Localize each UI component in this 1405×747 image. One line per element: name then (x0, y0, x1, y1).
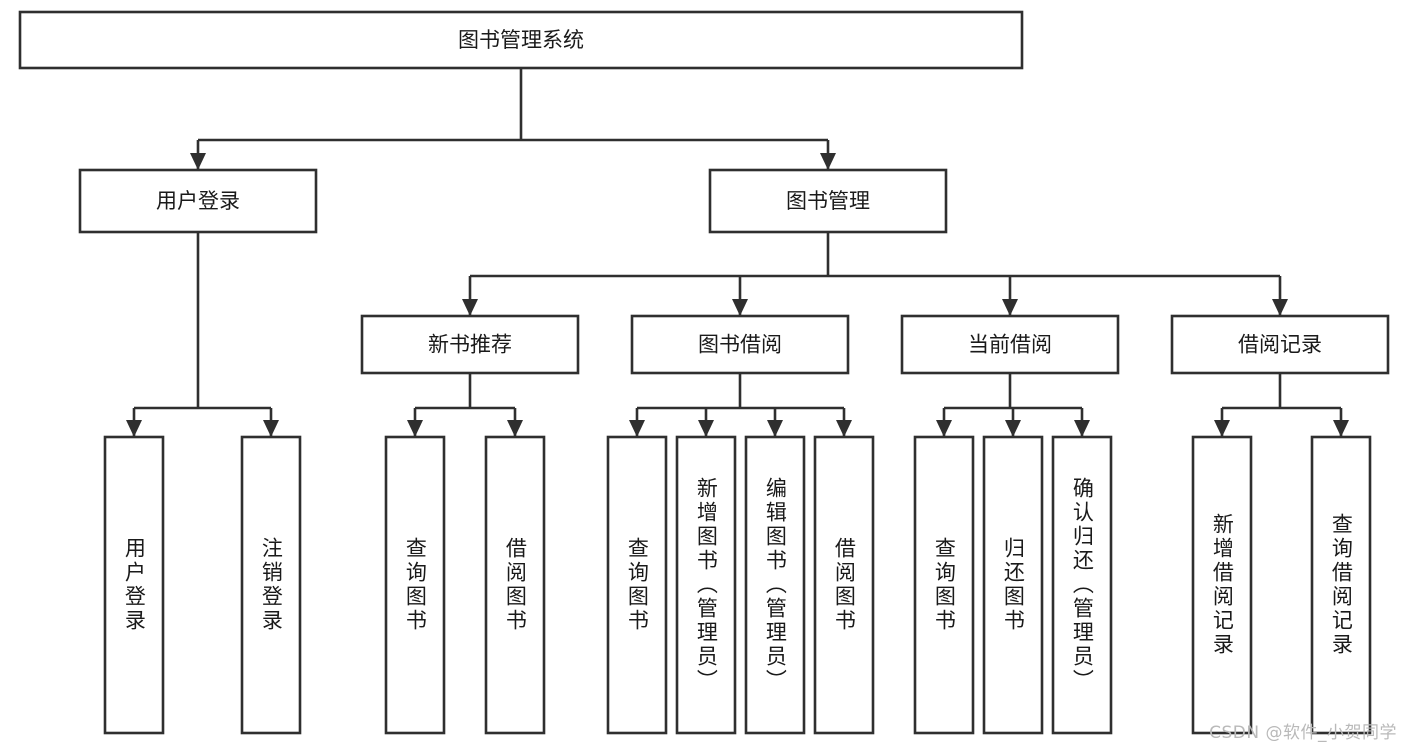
node-leaf-borrow-book[interactable] (813, 435, 875, 735)
arrow-head-icon-leaf-edit-book-admin (767, 420, 783, 437)
node-leaf-add-book-admin[interactable] (675, 435, 737, 735)
arrow-head-icon-book-borrow (732, 299, 748, 316)
node-leaf-borrow-book-recommend[interactable] (484, 435, 546, 735)
arrow-head-icon-leaf-borrow-book (836, 420, 852, 437)
arrow-head-icon-leaf-add-book-admin (698, 420, 714, 437)
node-leaf-add-borrow-record[interactable] (1191, 435, 1253, 735)
node-user-login[interactable]: 用户登录 (78, 168, 318, 234)
node-box-book-borrow[interactable] (630, 314, 850, 375)
node-box-current-borrow[interactable] (900, 314, 1120, 375)
node-book-manage[interactable]: 图书管理 (708, 168, 948, 234)
node-borrow-records[interactable]: 借阅记录 (1170, 314, 1390, 375)
arrow-head-icon-leaf-add-borrow-record (1214, 420, 1230, 437)
node-box-leaf-query-borrow-record[interactable] (1310, 435, 1372, 735)
arrow-head-icon-leaf-query-book-recommend (407, 420, 423, 437)
arrow-head-icon-current-borrow (1002, 299, 1018, 316)
node-label-borrow-records: 借阅记录 (1238, 333, 1322, 357)
node-label-user-login: 用户登录 (156, 189, 240, 213)
node-box-leaf-user-login[interactable] (103, 435, 165, 735)
arrow-head-icon-new-book-recommend (462, 299, 478, 316)
arrow-head-icon-user-login (190, 153, 206, 170)
node-root[interactable]: 图书管理系统 (18, 10, 1024, 70)
node-current-borrow[interactable]: 当前借阅 (900, 314, 1120, 375)
node-label-root: 图书管理系统 (458, 28, 584, 52)
node-leaf-query-book-recommend[interactable] (384, 435, 446, 735)
node-label-book-borrow: 图书借阅 (698, 333, 782, 357)
arrow-head-icon-borrow-records (1272, 299, 1288, 316)
arrow-head-icon-leaf-query-book-borrow (629, 420, 645, 437)
node-leaf-logout[interactable] (240, 435, 302, 735)
node-leaf-query-borrow-record[interactable] (1310, 435, 1372, 735)
node-box-user-login[interactable] (78, 168, 318, 234)
node-leaf-confirm-return-admin[interactable] (1051, 435, 1113, 735)
node-box-leaf-logout[interactable] (240, 435, 302, 735)
node-box-leaf-query-book-recommend[interactable] (384, 435, 446, 735)
node-leaf-edit-book-admin[interactable] (744, 435, 806, 735)
node-new-book-recommend[interactable]: 新书推荐 (360, 314, 580, 375)
watermark-text: CSDN @软件_小贺同学 (1209, 723, 1397, 743)
arrow-head-icon-leaf-logout (263, 420, 279, 437)
node-leaf-query-book-borrow[interactable] (606, 435, 668, 735)
node-leaf-user-login[interactable] (103, 435, 165, 735)
node-box-leaf-query-book-borrow[interactable] (606, 435, 668, 735)
node-box-new-book-recommend[interactable] (360, 314, 580, 375)
node-leaf-query-book-current[interactable] (913, 435, 975, 735)
node-box-leaf-add-book-admin[interactable] (675, 435, 737, 735)
arrow-head-icon-leaf-query-book-current (936, 420, 952, 437)
arrow-head-icon-leaf-query-borrow-record (1333, 420, 1349, 437)
arrow-head-icon-leaf-confirm-return-admin (1074, 420, 1090, 437)
node-box-leaf-confirm-return-admin[interactable] (1051, 435, 1113, 735)
arrow-head-icon-leaf-return-book (1005, 420, 1021, 437)
node-book-borrow[interactable]: 图书借阅 (630, 314, 850, 375)
arrow-head-icon-book-manage (820, 153, 836, 170)
node-label-current-borrow: 当前借阅 (968, 333, 1052, 357)
node-box-leaf-return-book[interactable] (982, 435, 1044, 735)
node-box-leaf-borrow-book-recommend[interactable] (484, 435, 546, 735)
node-box-leaf-add-borrow-record[interactable] (1191, 435, 1253, 735)
node-label-new-book-recommend: 新书推荐 (428, 333, 512, 357)
node-box-borrow-records[interactable] (1170, 314, 1390, 375)
arrow-head-icon-leaf-user-login (126, 420, 142, 437)
node-box-root[interactable] (18, 10, 1024, 70)
node-leaf-return-book[interactable] (982, 435, 1044, 735)
arrow-head-icon-leaf-borrow-book-recommend (507, 420, 523, 437)
node-box-leaf-edit-book-admin[interactable] (744, 435, 806, 735)
node-box-book-manage[interactable] (708, 168, 948, 234)
node-box-leaf-borrow-book[interactable] (813, 435, 875, 735)
connector-lines (126, 68, 1349, 437)
node-box-leaf-query-book-current[interactable] (913, 435, 975, 735)
node-label-book-manage: 图书管理 (786, 189, 870, 213)
